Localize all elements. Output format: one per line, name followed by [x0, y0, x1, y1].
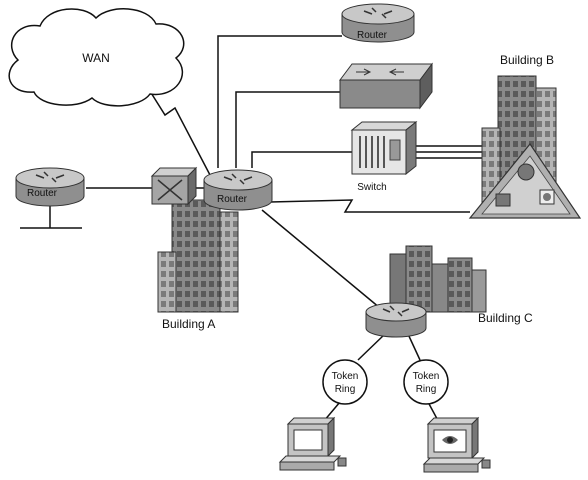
link-router-switchstack [235, 91, 340, 168]
router-top-label: Router [357, 30, 388, 41]
link-routerc-ringleft [357, 333, 386, 361]
link-routerc-ringright [407, 333, 421, 361]
router-top: Router [341, 3, 415, 43]
building-b-devices [468, 142, 582, 219]
link-router-buildingb [269, 199, 470, 213]
hub-device [150, 166, 198, 206]
switch-stack [339, 62, 433, 110]
mac-workstation-icon [422, 416, 491, 473]
building-a: Building A [157, 199, 239, 331]
router-left-label: Router [27, 188, 58, 199]
device-icon-left [495, 193, 511, 207]
token-ring-left-line1: Token [332, 371, 359, 382]
token-ring-left: Token Ring [322, 359, 368, 405]
router-building-c [365, 302, 427, 338]
building-b-label: Building B [500, 53, 554, 67]
switch-chassis: Switch [350, 120, 418, 193]
token-ring-right-line1: Token [413, 371, 440, 382]
building-c-label: Building C [478, 311, 533, 325]
connections [20, 35, 492, 429]
token-ring-right: Token Ring [403, 359, 449, 405]
switch-label: Switch [357, 182, 386, 193]
device-icon-top [517, 163, 535, 181]
router-left: Router [15, 167, 85, 207]
pc-workstation-icon [278, 416, 347, 471]
link-wan-router [147, 87, 211, 176]
token-ring-left-line2: Ring [335, 384, 356, 395]
token-ring-right-line2: Ring [416, 384, 437, 395]
building-a-label: Building A [162, 317, 215, 331]
wan-label: WAN [82, 51, 110, 65]
wan-cloud: WAN [8, 8, 185, 107]
router-center: Router [203, 169, 273, 211]
link-router-top [217, 35, 342, 168]
building-c: Building C [389, 245, 533, 325]
link-router-buildingc [261, 209, 381, 309]
router-center-label: Router [217, 194, 248, 205]
link-router-switch [251, 151, 352, 168]
